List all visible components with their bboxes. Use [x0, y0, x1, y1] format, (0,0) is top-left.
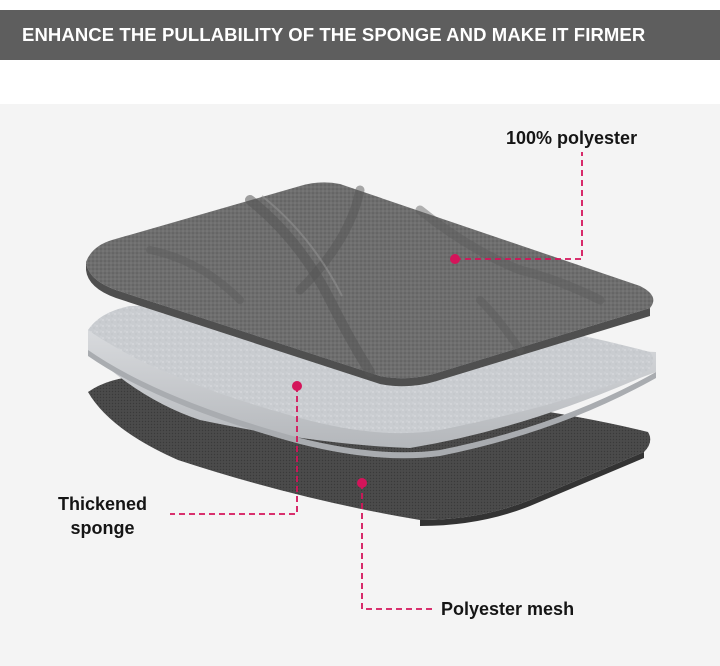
polyester-top-layer — [86, 182, 654, 387]
callout-line-mesh — [361, 483, 432, 610]
header-banner: ENHANCE THE PULLABILITY OF THE SPONGE AN… — [0, 10, 720, 60]
label-mesh-text: Polyester mesh — [441, 599, 575, 619]
label-polyester-text: 100% polyester — [506, 128, 638, 148]
callout-dot-polyester — [450, 254, 460, 264]
callout-dot-sponge — [292, 381, 302, 391]
banner-title: ENHANCE THE PULLABILITY OF THE SPONGE AN… — [22, 24, 646, 45]
label-polyester: 100% polyester — [506, 126, 637, 150]
label-polyester-mesh: Polyester mesh — [441, 597, 574, 621]
callout-line-polyester — [455, 152, 583, 260]
label-sponge-line2: sponge — [70, 518, 135, 538]
label-sponge-line1: Thickened — [58, 494, 148, 514]
callout-dot-mesh — [357, 478, 367, 488]
label-thickened-sponge: Thickened sponge — [58, 492, 147, 540]
callout-line-sponge — [170, 386, 298, 515]
